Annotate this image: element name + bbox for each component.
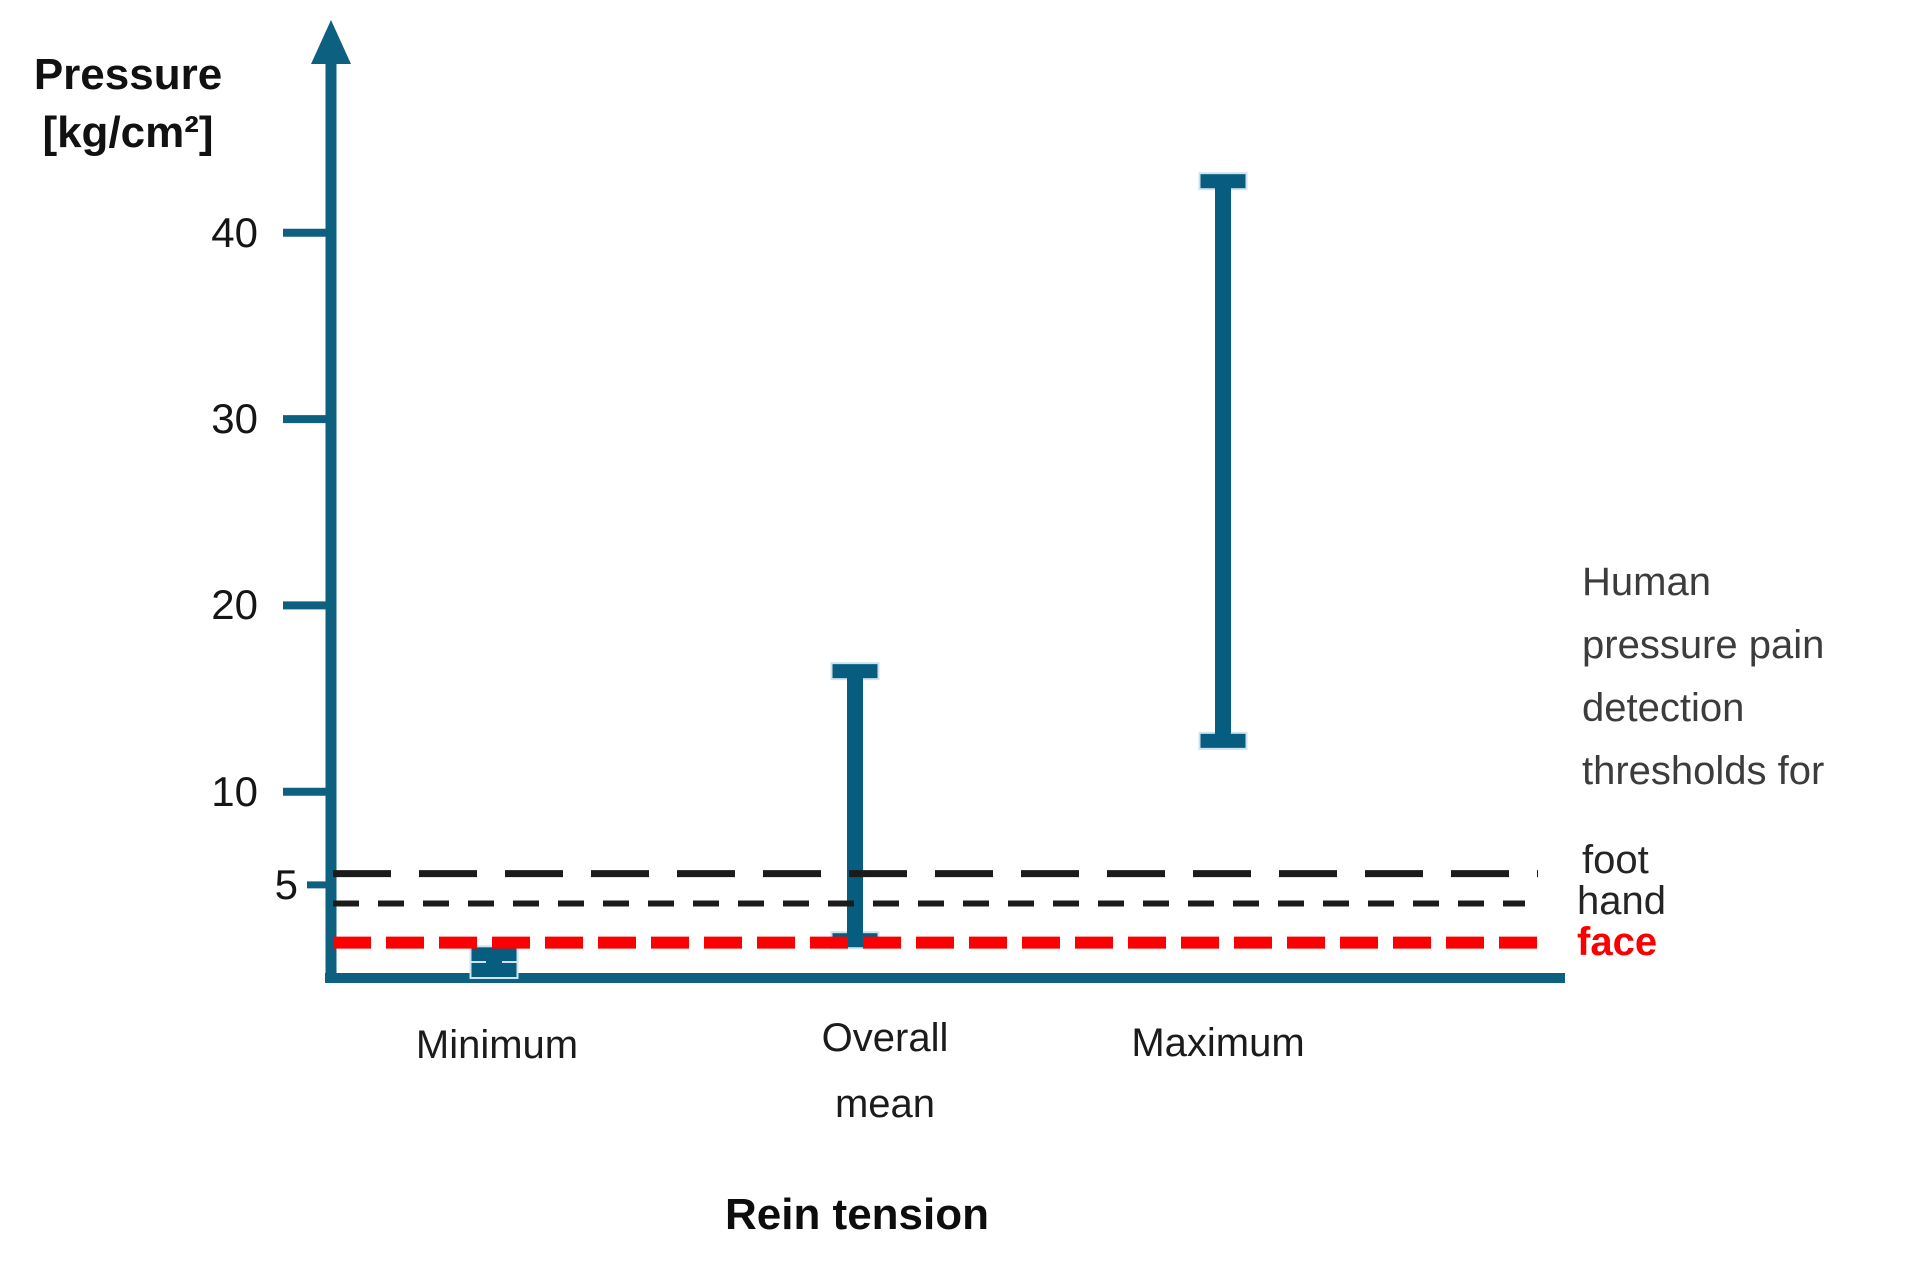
x-axis-title: Rein tension [724,1190,990,1239]
threshold-label-foot: foot [1582,838,1649,882]
annotation-pain-thresholds: Human pressure pain detection thresholds… [1582,560,1825,793]
y-axis-arrow-icon [311,20,351,64]
y-axis-title: Pressure [kg/cm²] [33,50,223,157]
threshold-label-hand: hand [1577,879,1666,923]
y-tick-10: 10 [211,768,258,815]
y-tick-40: 40 [211,209,258,256]
threshold-lines [333,870,1538,949]
category-label-minimum: Minimum [415,1023,579,1067]
y-axis [311,20,351,980]
range-bars [469,172,1248,979]
category-label-overall-mean: Overall mean [821,1016,949,1126]
y-tick-5: 5 [274,861,298,908]
y-axis-ticks [283,228,331,889]
threshold-label-face: face [1577,920,1658,964]
category-label-maximum: Maximum [1131,1021,1305,1065]
y-tick-20: 20 [211,581,258,628]
y-tick-30: 30 [211,395,258,442]
